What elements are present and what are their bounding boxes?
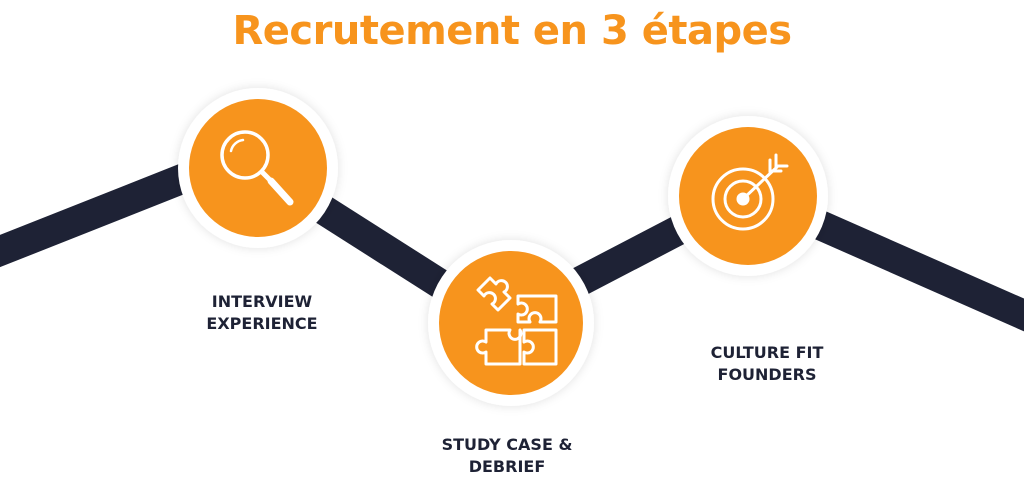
step-1-label-line-2: EXPERIENCE (206, 314, 318, 333)
step-3-label-line-1: CULTURE FIT (710, 343, 824, 362)
step-2-label-line-1: STUDY CASE & (441, 435, 573, 454)
step-1-node (178, 88, 338, 248)
step-2-label: STUDY CASE & DEBRIEF (442, 434, 573, 478)
step-3-label-line-2: FOUNDERS (717, 365, 817, 384)
magnifier-icon (220, 130, 294, 206)
step-1-label: INTERVIEW EXPERIENCE (206, 291, 317, 335)
step-3-node (668, 116, 828, 276)
step-3-label: CULTURE FIT FOUNDERS (711, 342, 824, 386)
step-2-label-line-2: DEBRIEF (468, 457, 546, 476)
target-icon (711, 153, 789, 231)
page-title: Recrutement en 3 étapes (232, 8, 792, 54)
step-1-label-line-1: INTERVIEW (211, 292, 313, 311)
step-2-node (428, 240, 594, 406)
puzzle-icon (475, 276, 558, 366)
